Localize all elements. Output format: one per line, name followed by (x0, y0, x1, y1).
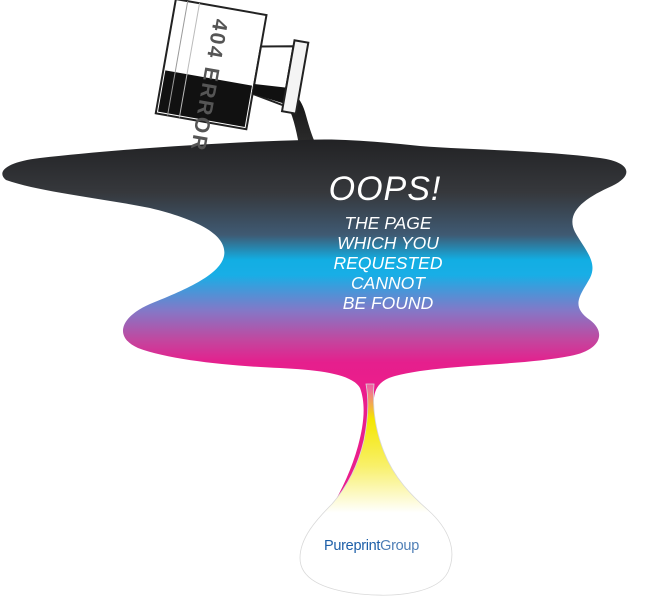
pureprint-logo[interactable]: PureprintGroup (324, 538, 454, 554)
ink-bottle (154, 0, 310, 131)
message-line: WHICH YOU (337, 233, 439, 253)
error-message: THE PAGE WHICH YOU REQUESTED CANNOT BE F… (300, 213, 476, 313)
logo-part-print: print (353, 538, 381, 554)
message-line: BE FOUND (342, 293, 434, 313)
ink-drop (299, 383, 453, 596)
logo-part-group: Group (380, 538, 419, 554)
message-line: REQUESTED (333, 253, 443, 273)
headline: OOPS! (328, 170, 442, 208)
logo-part-pure: Pure (324, 538, 354, 554)
ink-stream (268, 84, 318, 150)
message-line: THE PAGE (344, 213, 432, 233)
ink-splash (2, 139, 627, 511)
message-line: CANNOT (351, 273, 425, 293)
